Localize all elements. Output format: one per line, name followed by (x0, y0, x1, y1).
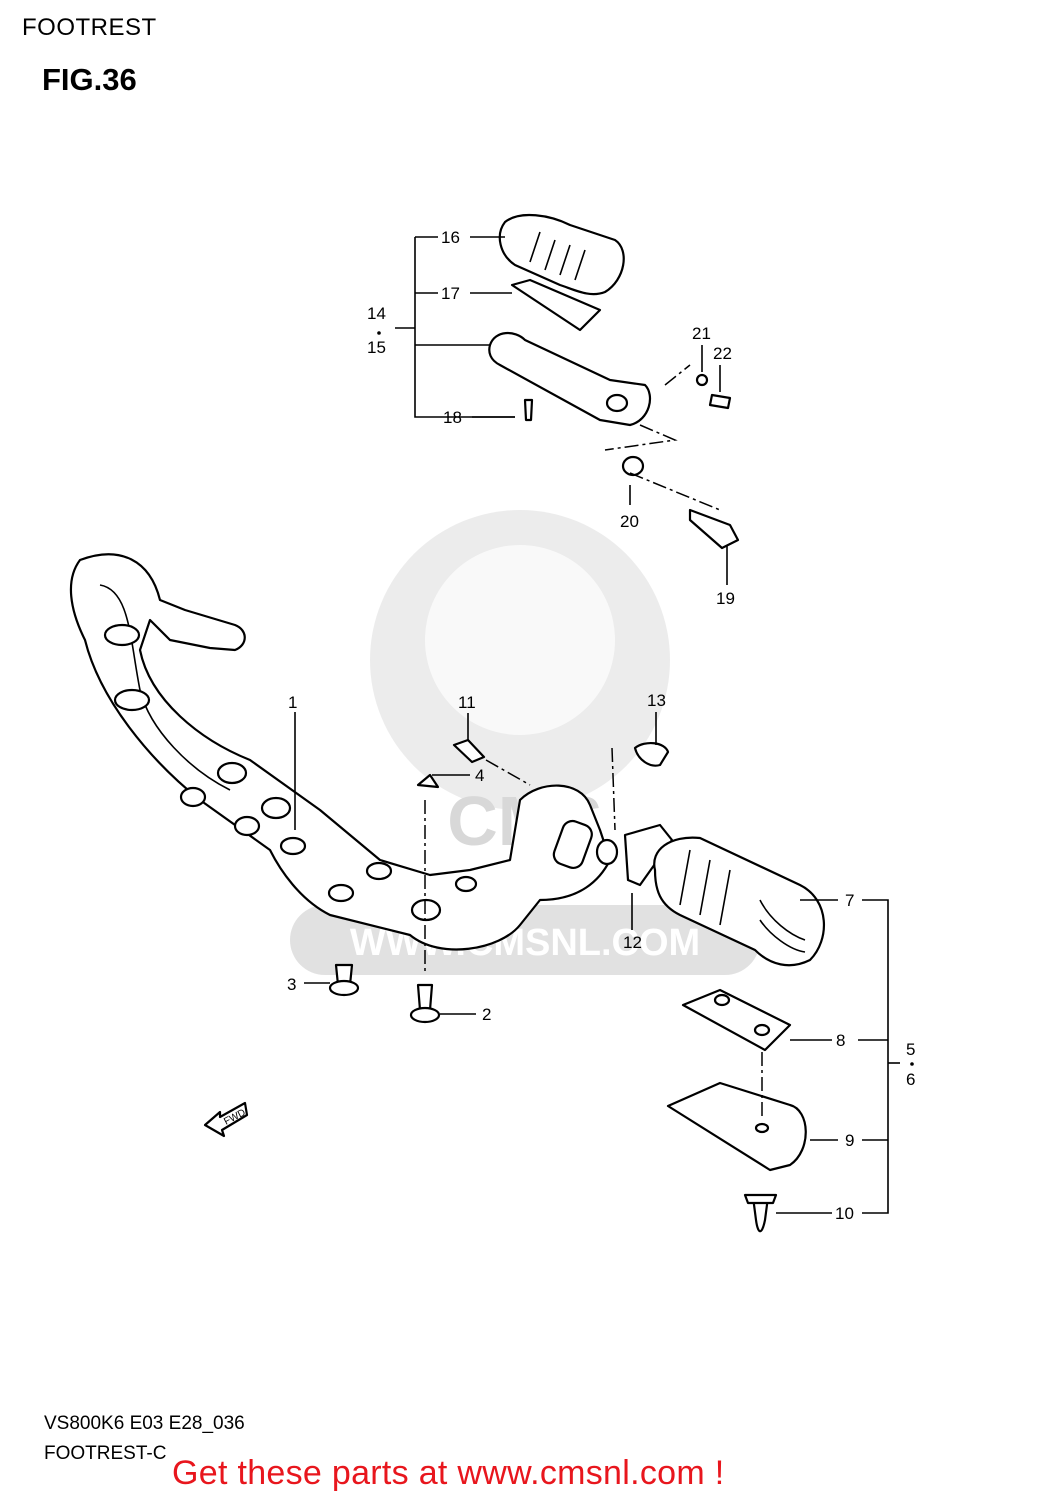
part-label-15: 15 (367, 338, 386, 357)
part-label-17: 17 (441, 284, 460, 303)
diagram-code: VS800K6 E03 E28_036 (44, 1413, 245, 1434)
separator-dot (377, 331, 381, 335)
fwd-label: FWD (222, 1107, 247, 1127)
bolts-and-fasteners (328, 738, 670, 1024)
footrest-peg-assembly (623, 823, 826, 1233)
part-label-8: 8 (836, 1031, 845, 1050)
part-label-7: 7 (845, 891, 854, 910)
fwd-direction-arrow: FWD (203, 1101, 249, 1138)
sheet-name: FOOTREST-C (44, 1443, 167, 1464)
part-label-18: 18 (443, 408, 462, 427)
part-label-4: 4 (475, 766, 484, 785)
upper-footrest-assembly (488, 213, 740, 550)
part-label-5: 5 (906, 1040, 915, 1059)
part-label-13: 13 (647, 691, 666, 710)
part-label-20: 20 (620, 512, 639, 531)
part-label-9: 9 (845, 1131, 854, 1150)
part-label-6: 6 (906, 1070, 915, 1089)
part-label-21: 21 (692, 324, 711, 343)
part-labels: 1 2 3 4 5 6 7 8 9 10 11 12 13 14 15 16 1… (287, 228, 915, 1223)
footrest-bracket (69, 553, 619, 951)
part-label-12: 12 (623, 933, 642, 952)
leader-lines (294, 236, 900, 1214)
part-label-14: 14 (367, 304, 386, 323)
promo-link[interactable]: Get these parts at www.cmsnl.com ! (172, 1454, 725, 1492)
part-label-3: 3 (287, 975, 296, 994)
part-label-11: 11 (458, 693, 476, 712)
part-label-19: 19 (716, 589, 735, 608)
separator-dot (910, 1062, 914, 1066)
part-label-2: 2 (482, 1005, 491, 1024)
part-label-22: 22 (713, 344, 732, 363)
part-label-10: 10 (835, 1204, 854, 1223)
figure-number: FIG.36 (42, 62, 137, 97)
page-header: FOOTREST (22, 14, 157, 41)
part-label-16: 16 (441, 228, 460, 247)
assembly-lines (424, 364, 763, 1120)
part-label-1: 1 (288, 693, 297, 712)
